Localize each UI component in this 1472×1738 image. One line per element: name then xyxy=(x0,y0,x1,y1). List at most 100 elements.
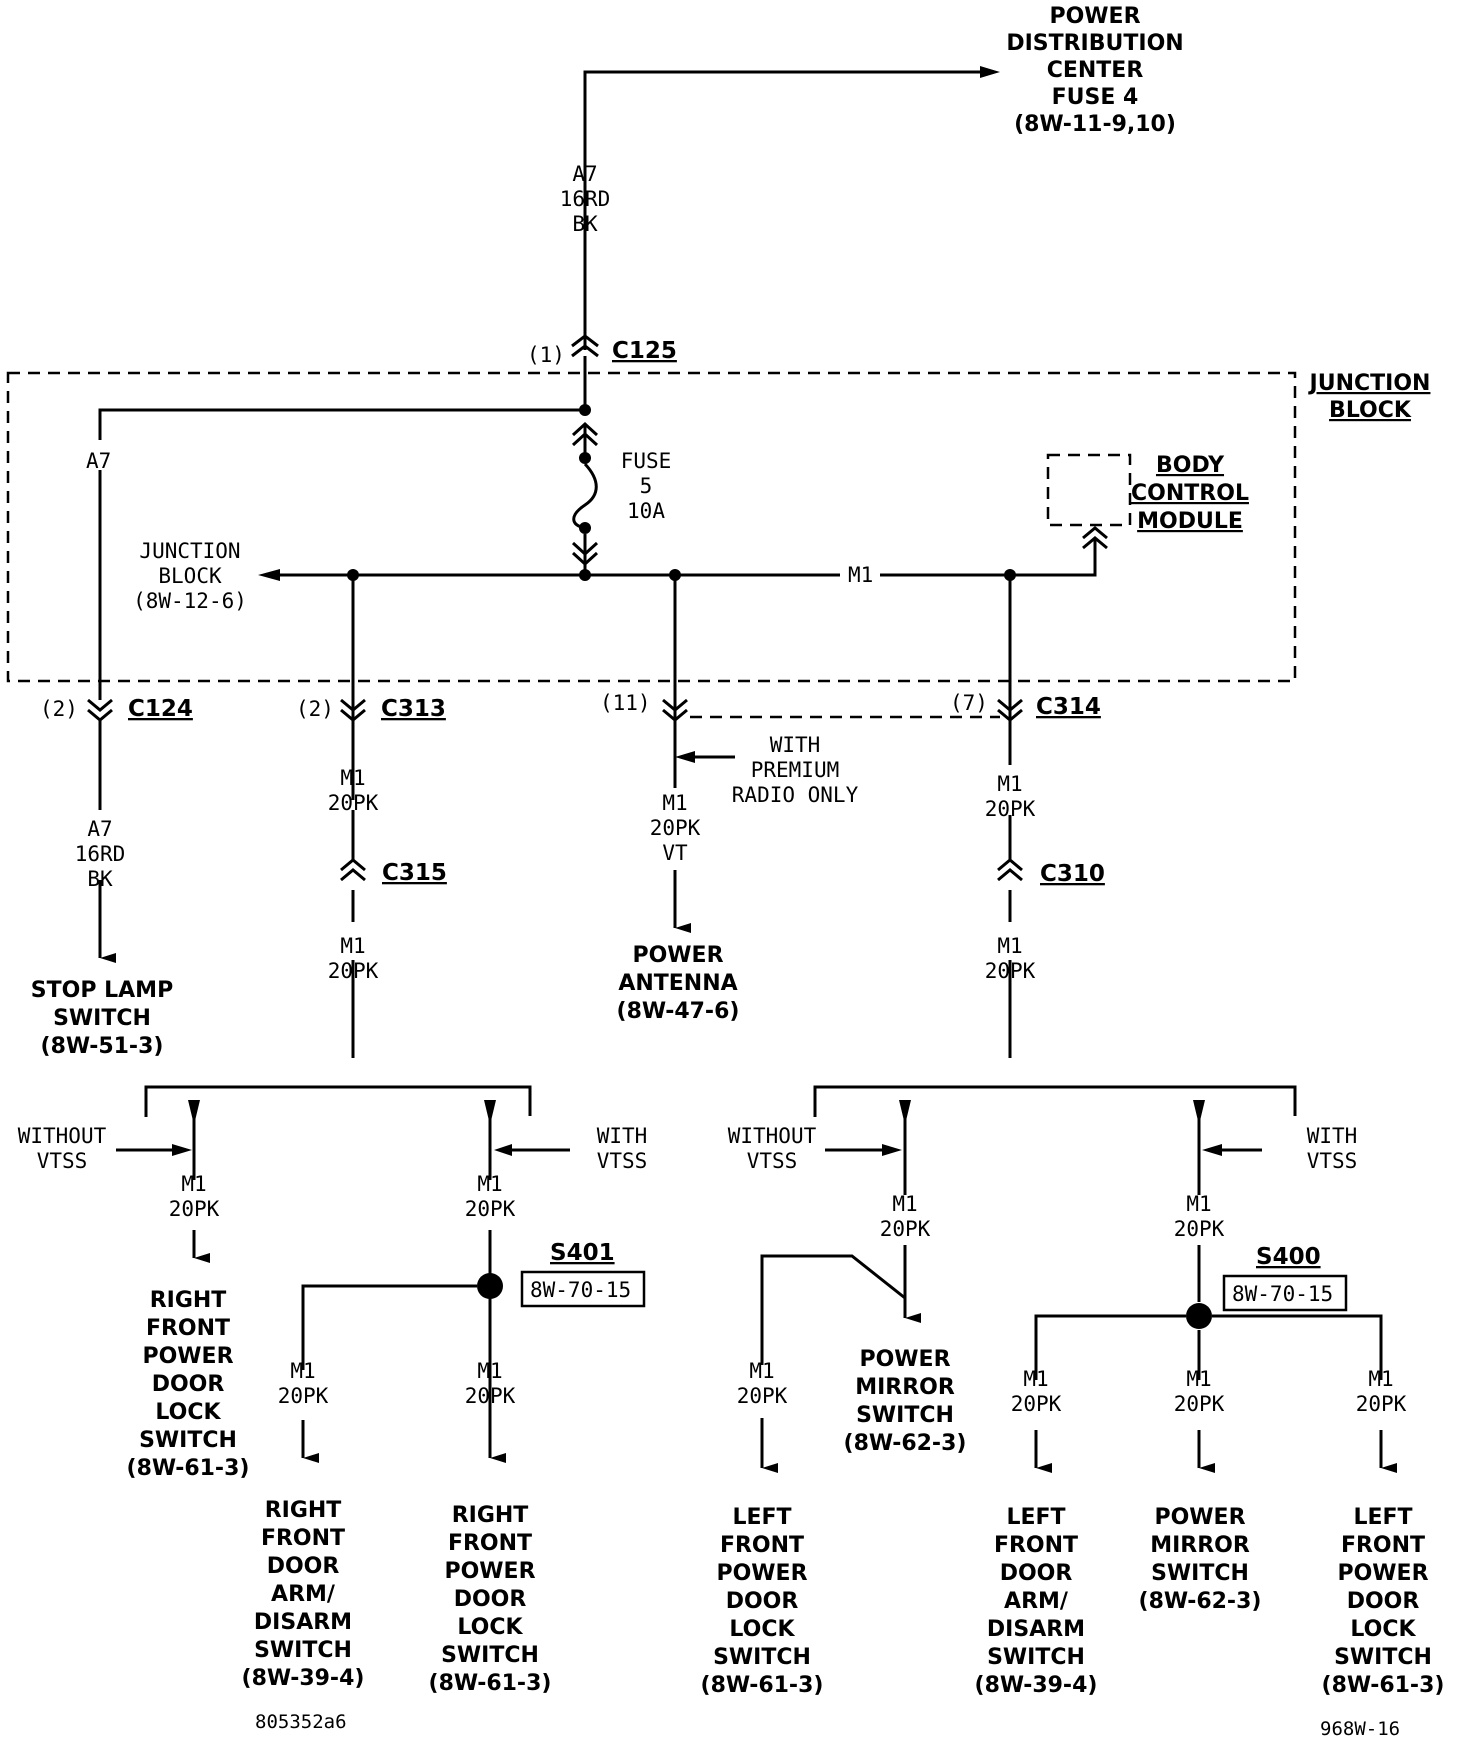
without-vtss-left-line: WITHOUT xyxy=(18,1124,107,1148)
c310-connector xyxy=(997,858,1023,882)
footer-right-code: 968W-16 xyxy=(1320,1718,1400,1738)
rf-arm-wire xyxy=(303,1284,477,1458)
connector-c314: (7) C314 xyxy=(950,691,1101,722)
with-vtss-left-line: VTSS xyxy=(597,1149,648,1173)
rf-arm-wire-label-line: M1 xyxy=(290,1359,315,1383)
svg-text:S400: S400 xyxy=(1256,1244,1321,1270)
power-antenna-destination-line: POWER xyxy=(632,943,723,968)
lf-lock-nv-destination-line: LEFT xyxy=(732,1505,791,1530)
rf-arm-destination-line: ARM/ xyxy=(271,1582,336,1607)
fuse-label-line: 5 xyxy=(640,474,653,498)
splice-s400-dot xyxy=(1186,1303,1212,1329)
source-wire xyxy=(583,66,1000,350)
rf-arm-destination-line: SWITCH xyxy=(254,1638,352,1663)
rf-arm-destination-line: DOOR xyxy=(267,1554,340,1579)
stop-lamp-wire-label-line: 16RD xyxy=(75,842,126,866)
rf-lock-nv-destination-line: (8W-61-3) xyxy=(127,1456,250,1481)
fuse-label-line: FUSE xyxy=(621,449,672,473)
lf-arm-destination-line: FRONT xyxy=(994,1533,1078,1558)
a7-branch-wire xyxy=(98,356,587,700)
lf-lock-v-wire xyxy=(1212,1314,1381,1468)
lf-lock-nv-destination-line: (8W-61-3) xyxy=(701,1673,824,1698)
svg-text:(2): (2) xyxy=(296,697,334,721)
lf-arm-destination-line: DISARM xyxy=(987,1617,1085,1642)
lf-lock-v-destination-line: POWER xyxy=(1337,1561,1428,1586)
c314-wire-label-line: 20PK xyxy=(985,797,1036,821)
stop-lamp-destination-line: SWITCH xyxy=(53,1006,151,1031)
lf-lock-nv-destination-line: DOOR xyxy=(726,1589,799,1614)
svg-text:C124: C124 xyxy=(128,696,193,722)
mirror-nv-wire-label-line: 20PK xyxy=(880,1217,931,1241)
premium-radio-note-line: WITH xyxy=(770,733,821,757)
lf-arm-wire-label-line: 20PK xyxy=(1011,1392,1062,1416)
junction-block-ref-line: JUNCTION xyxy=(139,539,240,563)
s400-feed-label-line: 20PK xyxy=(1174,1217,1225,1241)
feed-wire-label-line: A7 xyxy=(572,162,597,186)
connector-c125: (1) C125 xyxy=(527,334,677,367)
with-vtss-right-line: WITH xyxy=(1307,1124,1358,1148)
rf-v-wire-label-line: 20PK xyxy=(465,1197,516,1221)
feed-wire-label-line: 16RD xyxy=(560,187,611,211)
rf-lock-nv-wire-label-line: 20PK xyxy=(169,1197,220,1221)
a7-label: A7 xyxy=(86,449,111,473)
stop-lamp-destination-line: (8W-51-3) xyxy=(41,1034,164,1059)
mirror-nv-destination-line: (8W-62-3) xyxy=(844,1431,967,1456)
bcm-connector xyxy=(1082,526,1108,550)
rf-lock-v-destination-line: RIGHT xyxy=(452,1503,529,1528)
source-label-line: POWER xyxy=(1049,4,1140,29)
mirror-v-wire-label-line: M1 xyxy=(1186,1367,1211,1391)
c315-wire-label-line: M1 xyxy=(340,934,365,958)
bcm-label-line: CONTROL xyxy=(1131,481,1249,506)
antenna-wire-label-line: 20PK xyxy=(650,816,701,840)
mirror-v-destination-line: (8W-62-3) xyxy=(1139,1589,1262,1614)
c313-wire-label-line: M1 xyxy=(340,766,365,790)
rf-lock-v-destination-line: DOOR xyxy=(454,1587,527,1612)
lf-lock-nv-destination-line: LOCK xyxy=(729,1617,795,1642)
svg-text:(11): (11) xyxy=(600,691,651,715)
rf-lock-v-destination-line: SWITCH xyxy=(441,1643,539,1668)
power-antenna-destination-line: (8W-47-6) xyxy=(617,999,740,1024)
rf-lock-v-destination-line: (8W-61-3) xyxy=(429,1671,552,1696)
lf-lock-v-destination-line: LOCK xyxy=(1350,1617,1416,1642)
svg-text:C310: C310 xyxy=(1040,861,1105,887)
junction-block-title-line: BLOCK xyxy=(1329,398,1412,423)
lf-lock-nv-wire xyxy=(762,1254,906,1468)
source-label-line: DISTRIBUTION xyxy=(1006,31,1183,56)
lf-arm-destination-line: DOOR xyxy=(1000,1561,1073,1586)
vtss-bracket-right xyxy=(813,1085,1297,1117)
lf-lock-v-destination-line: SWITCH xyxy=(1334,1645,1432,1670)
junction-block-outline xyxy=(6,371,1297,683)
m1-bus-label: M1 xyxy=(848,563,873,587)
arrow-icon xyxy=(258,569,280,581)
mirror-v-wire-label-line: 20PK xyxy=(1174,1392,1225,1416)
splice-s401: S401 8W-70-15 xyxy=(520,1240,646,1308)
mirror-nv-destination-line: SWITCH xyxy=(856,1403,954,1428)
lf-lock-v-destination-line: LEFT xyxy=(1353,1505,1412,1530)
premium-radio-note-line: PREMIUM xyxy=(751,758,840,782)
svg-text:8W-70-15: 8W-70-15 xyxy=(1232,1282,1333,1306)
